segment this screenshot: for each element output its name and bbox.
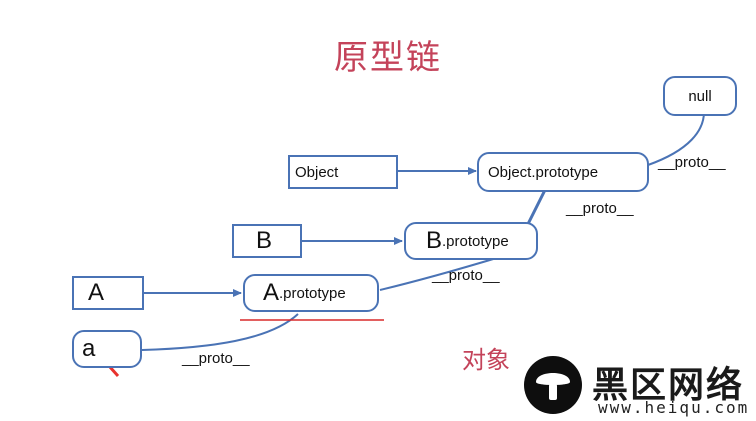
node-null: null [663,76,737,116]
proto-label-to-object: __proto__ [566,200,634,217]
proto-label-to-b: __proto__ [432,267,500,284]
diagram-title: 原型链 [334,38,442,78]
proto-label-to-a: __proto__ [182,350,250,367]
node-object-prototype: Object.prototype [477,152,649,192]
node-a-prototype: A.prototype [243,274,379,312]
proto-link-instance-to-a [141,313,299,351]
caption-object: 对象 [462,346,510,374]
node-b-constructor: B [232,224,302,258]
node-object-constructor: Object [288,155,398,189]
proto-link-object-to-null [647,111,705,166]
watermark: 黑区网络 www.heiqu.com [524,352,754,418]
node-a-constructor: A [72,276,144,310]
watermark-url: www.heiqu.com [598,398,750,417]
watermark-name: 黑区网络 [592,365,745,406]
proto-link-b-to-object [526,187,548,225]
node-instance-a: a [72,330,142,368]
node-b-prototype: B.prototype [404,222,538,260]
proto-label-to-null: __proto__ [658,154,726,171]
mushroom-logo-icon [524,356,582,414]
proto-link-a-to-b [379,256,501,291]
